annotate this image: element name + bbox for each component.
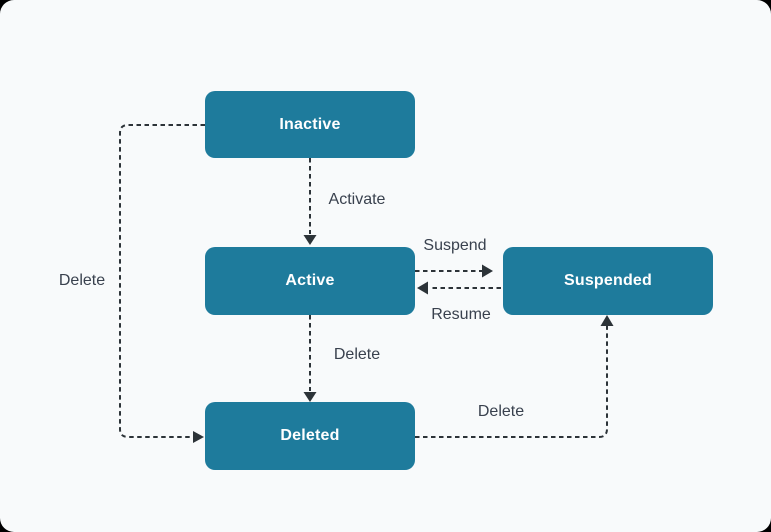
- edge-deleted-suspended-line: [415, 326, 608, 438]
- state-node-suspended: Suspended: [503, 247, 713, 315]
- edge-inactive-deleted-line: [119, 124, 205, 438]
- arrowhead-suspended-active: [417, 281, 428, 295]
- edge-label-delete-deleted-suspended: Delete: [477, 403, 525, 420]
- state-node-suspended-label: Suspended: [563, 272, 653, 289]
- state-node-active-label: Active: [285, 272, 335, 289]
- edge-label-delete-inactive-deleted: Delete: [58, 272, 106, 289]
- state-node-deleted-label: Deleted: [280, 427, 340, 444]
- edge-label-delete-active-deleted: Delete: [333, 346, 381, 363]
- arrowhead-inactive-active: [303, 235, 317, 245]
- arrowhead-active-deleted: [303, 392, 317, 402]
- edge-label-activate: Activate: [328, 191, 386, 208]
- arrowhead-active-suspended: [482, 264, 493, 278]
- edge-label-suspend: Suspend: [423, 237, 487, 254]
- edge-label-resume: Resume: [431, 306, 491, 323]
- arrowhead-deleted-suspended: [600, 315, 614, 326]
- arrowhead-inactive-deleted: [193, 431, 204, 443]
- state-node-active: Active: [205, 247, 415, 315]
- state-node-inactive: Inactive: [205, 91, 415, 158]
- state-node-inactive-label: Inactive: [279, 115, 341, 133]
- state-node-deleted: Deleted: [205, 402, 415, 470]
